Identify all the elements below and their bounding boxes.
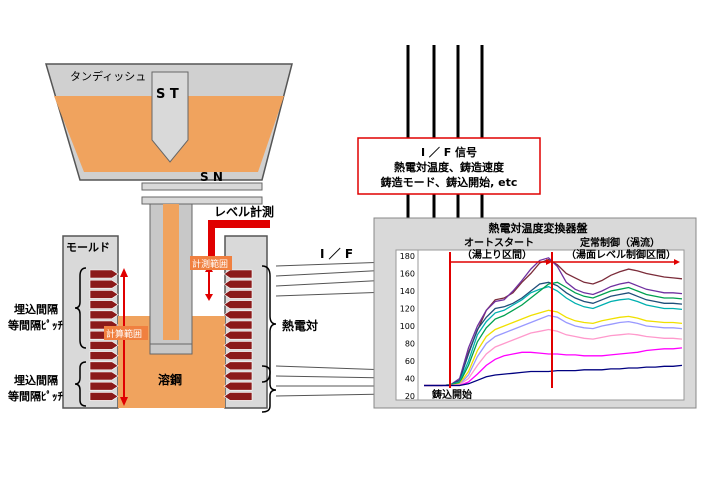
stopper-rod: S T (151, 71, 189, 163)
converter-panel: 熱電対温度変換器盤 20 40 60 80 100 120 140 160 180 オートスター… (373, 217, 697, 409)
if-box-line2: 鋳造モード、鋳込開始, etc (380, 175, 518, 189)
y-tick-label: 60 (405, 357, 415, 366)
thermocouple-arrow (223, 341, 253, 350)
if-line (275, 261, 391, 267)
y-tick-label: 20 (405, 392, 415, 401)
embed-interval-left: 埋込間隔 等間隔ﾋﾟｯﾁ 埋込間隔 等間隔ﾋﾟｯﾁ (7, 267, 87, 407)
equal-pitch-label: 等間隔ﾋﾟｯﾁ (7, 318, 63, 332)
if-signal-box: I ／ F 信号 熱電対温度、鋳造速度 鋳造モード、鋳込開始, etc (357, 137, 541, 195)
y-tick-label: 120 (400, 305, 415, 314)
thermocouple-label: 熱電対 (282, 318, 318, 333)
thermocouple-arrow (223, 392, 253, 401)
if-line (275, 393, 391, 397)
y-tick-label: 160 (400, 270, 415, 279)
if-line (275, 279, 391, 287)
auto-start-label: オートスタート (464, 237, 534, 249)
thermocouple-arrow (89, 381, 119, 391)
thermocouple-arrow (89, 341, 119, 350)
steady-control-label: 定常制御（渦流） (580, 236, 660, 249)
thermocouple-arrow (223, 381, 253, 391)
thermocouple-arrow (223, 310, 253, 320)
thermocouple-arrow (223, 320, 253, 330)
thermocouple-arrow (89, 310, 119, 320)
level-sensor: レベル計測 (208, 204, 274, 258)
sn-label: S N (200, 170, 223, 184)
molten-steel-label: 溶鋼 (158, 372, 182, 387)
equal-pitch-label-2: 等間隔ﾋﾟｯﾁ (7, 389, 63, 403)
level-measure-label: レベル計測 (214, 204, 274, 219)
thermocouple-arrow (89, 279, 119, 289)
thermocouple-arrow (223, 351, 253, 360)
y-tick-label: 180 (400, 252, 415, 261)
thermocouple-arrow (223, 279, 253, 289)
thermocouple-arrow (89, 392, 119, 401)
thermocouple-arrow (89, 351, 119, 360)
if-line (275, 365, 391, 371)
thermocouple-arrow (89, 361, 119, 371)
if-box-title: I ／ F 信号 (421, 145, 477, 159)
calc-range: 計算範囲 (104, 268, 148, 406)
thermocouple-arrow (223, 269, 253, 279)
pour-start-label: 鋳込開始 (431, 388, 472, 401)
thermocouple-brace: 熱電対 (261, 265, 318, 413)
if-box-line1: 熱電対温度、鋳造速度 (394, 160, 505, 174)
y-tick-label: 100 (400, 322, 415, 331)
slide-gate: S N (141, 170, 263, 205)
thermocouple-arrow (223, 361, 253, 371)
if-line (275, 291, 391, 297)
thermocouple-arrow (89, 300, 119, 309)
thermocouple-arrow (223, 330, 253, 340)
thermocouple-arrow (89, 290, 119, 299)
auto-start-sub: （湯上り区間） (462, 248, 532, 261)
thermocouple-arrow (223, 371, 253, 381)
calc-range-label: 計算範囲 (106, 328, 142, 340)
y-axis-ticks: 20 40 60 80 100 120 140 160 180 (400, 252, 415, 401)
embed-interval-label-2: 埋込間隔 (14, 373, 58, 387)
measure-range: 計測範囲 (190, 256, 232, 301)
tundish-label: タンディッシュ (70, 69, 146, 83)
converter-title: 熱電対温度変換器盤 (489, 221, 589, 235)
submerged-nozzle (149, 203, 193, 355)
if-line (275, 375, 391, 379)
steady-control-sub: （湯面レベル制御区間） (566, 248, 676, 261)
embed-interval-label: 埋込間隔 (14, 302, 58, 316)
measure-range-label: 計測範囲 (192, 258, 228, 270)
if-label: I ／ F (320, 246, 353, 261)
thermocouple-arrow (89, 269, 119, 279)
if-line (275, 269, 391, 277)
thermocouples-right (223, 269, 253, 401)
thermocouple-arrow (223, 300, 253, 309)
y-tick-label: 40 (405, 375, 415, 384)
mold-label: モールド (66, 241, 110, 254)
thermocouple-arrow (223, 290, 253, 299)
thermocouple-arrow (89, 371, 119, 381)
st-label: S T (156, 87, 179, 102)
y-tick-label: 140 (400, 287, 415, 296)
y-tick-label: 80 (405, 340, 415, 349)
